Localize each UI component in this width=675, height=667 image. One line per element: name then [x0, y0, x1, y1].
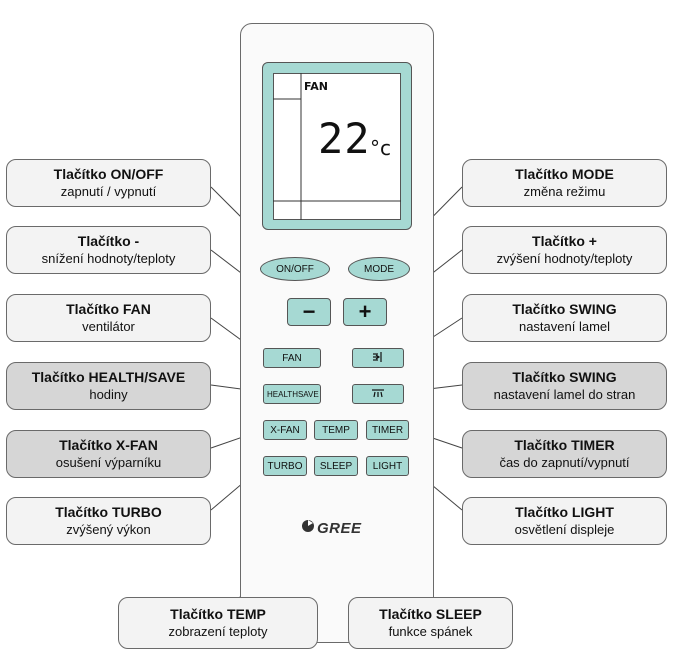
label-subtitle: zvýšení hodnoty/teploty	[496, 251, 633, 266]
label-swing-vertical: Tlačítko SWING nastavení lamel	[462, 294, 667, 342]
label-subtitle: osušení výparníku	[55, 455, 162, 470]
light-button[interactable]: LIGHT	[366, 456, 409, 476]
label-light: Tlačítko LIGHT osvětlení displeje	[462, 497, 667, 545]
xfan-button[interactable]: X-FAN	[263, 420, 307, 440]
label-subtitle: čas do zapnutí/vypnutí	[499, 455, 630, 470]
sleep-button[interactable]: SLEEP	[314, 456, 358, 476]
label-xfan: Tlačítko X-FAN osušení výparníku	[6, 430, 211, 478]
gree-logo-text: GREE	[317, 520, 362, 537]
swing-horizontal-icon	[371, 387, 385, 402]
label-title: Tlačítko SLEEP	[379, 606, 482, 622]
label-subtitle: zapnutí / vypnutí	[60, 184, 157, 199]
label-subtitle: snížení hodnoty/teploty	[41, 251, 176, 266]
turbo-button[interactable]: TURBO	[263, 456, 307, 476]
gree-logo-icon	[301, 519, 315, 538]
label-title: Tlačítko SWING	[512, 369, 617, 385]
label-title: Tlačítko X-FAN	[59, 437, 158, 453]
label-fan: Tlačítko FAN ventilátor	[6, 294, 211, 342]
label-title: Tlačítko SWING	[512, 301, 617, 317]
plus-button[interactable]: +	[343, 298, 387, 326]
lcd-temperature: 22	[318, 114, 371, 163]
lcd-grid-lines	[273, 73, 401, 220]
lcd-temperature-unit: °c	[370, 136, 391, 160]
label-swing-horizontal: Tlačítko SWING nastavení lamel do stran	[462, 362, 667, 410]
health-save-button[interactable]: HEALTH SAVE	[263, 384, 321, 404]
label-subtitle: zvýšený výkon	[66, 522, 151, 537]
label-title: Tlačítko TIMER	[514, 437, 615, 453]
label-minus: Tlačítko - snížení hodnoty/teploty	[6, 226, 211, 274]
label-health-save: Tlačítko HEALTH/SAVE hodiny	[6, 362, 211, 410]
temp-button[interactable]: TEMP	[314, 420, 358, 440]
label-turbo: Tlačítko TURBO zvýšený výkon	[6, 497, 211, 545]
label-title: Tlačítko +	[532, 233, 597, 249]
label-title: Tlačítko TURBO	[55, 504, 162, 520]
label-temp: Tlačítko TEMP zobrazení teploty	[118, 597, 318, 649]
label-title: Tlačítko ON/OFF	[53, 166, 164, 182]
label-title: Tlačítko MODE	[515, 166, 614, 182]
label-subtitle: funkce spánek	[388, 624, 473, 639]
health-label: HEALTH	[267, 389, 298, 399]
lcd-mode-text: FAN	[304, 80, 328, 93]
onoff-button[interactable]: ON/OFF	[260, 257, 330, 281]
label-subtitle: nastavení lamel do stran	[493, 387, 636, 402]
label-title: Tlačítko HEALTH/SAVE	[31, 369, 186, 385]
mode-button[interactable]: MODE	[348, 257, 410, 281]
label-subtitle: hodiny	[89, 387, 128, 402]
swing-vertical-button[interactable]	[352, 348, 404, 368]
label-subtitle: nastavení lamel	[518, 319, 611, 334]
label-subtitle: ventilátor	[82, 319, 135, 334]
gree-logo: GREE	[301, 519, 362, 538]
swing-vertical-icon	[371, 351, 385, 366]
label-mode: Tlačítko MODE změna režimu	[462, 159, 667, 207]
swing-horizontal-button[interactable]	[352, 384, 404, 404]
label-onoff: Tlačítko ON/OFF zapnutí / vypnutí	[6, 159, 211, 207]
save-label: SAVE	[297, 389, 319, 399]
label-subtitle: zobrazení teploty	[168, 624, 268, 639]
label-title: Tlačítko TEMP	[170, 606, 266, 622]
label-sleep: Tlačítko SLEEP funkce spánek	[348, 597, 513, 649]
fan-button[interactable]: FAN	[263, 348, 321, 368]
label-plus: Tlačítko + zvýšení hodnoty/teploty	[462, 226, 667, 274]
label-subtitle: osvětlení displeje	[514, 522, 615, 537]
label-subtitle: změna režimu	[523, 184, 606, 199]
minus-button[interactable]: −	[287, 298, 331, 326]
label-title: Tlačítko FAN	[66, 301, 151, 317]
lcd-display	[273, 73, 401, 220]
label-title: Tlačítko -	[77, 233, 140, 249]
timer-button[interactable]: TIMER	[366, 420, 409, 440]
label-title: Tlačítko LIGHT	[515, 504, 614, 520]
label-timer: Tlačítko TIMER čas do zapnutí/vypnutí	[462, 430, 667, 478]
